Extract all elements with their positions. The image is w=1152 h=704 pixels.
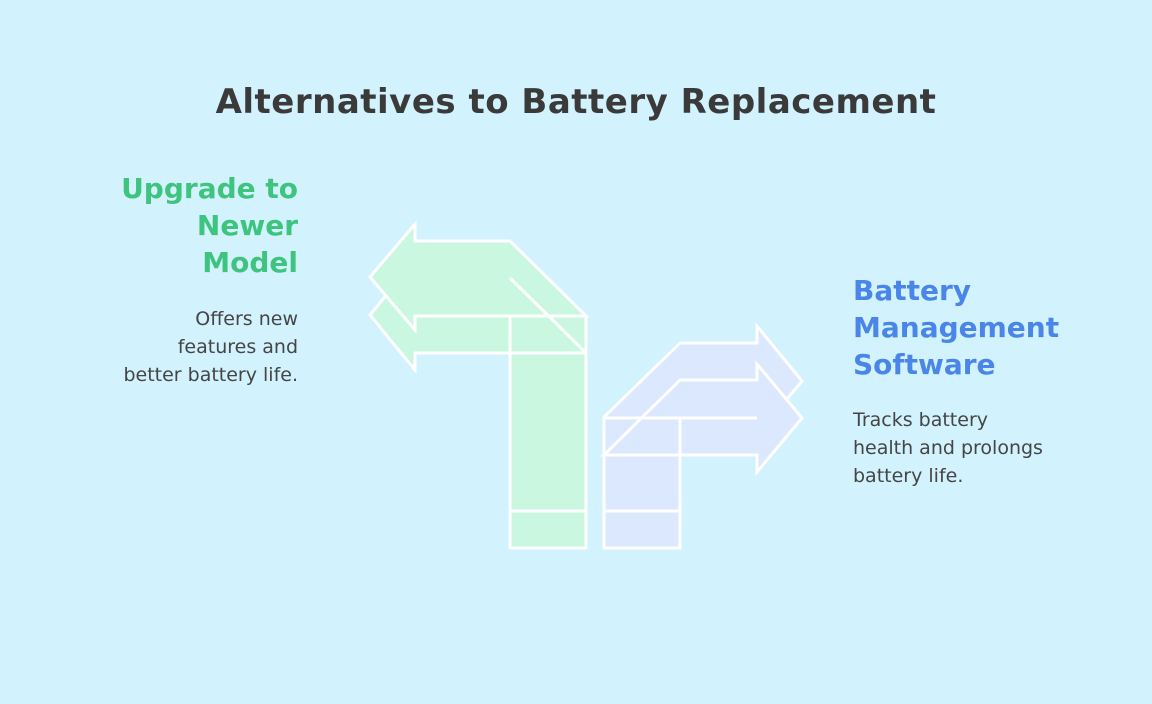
software-option-heading: Battery Management Software — [853, 272, 1113, 383]
diagram-title: Alternatives to Battery Replacement — [215, 82, 937, 122]
upgrade-desc-line: features and — [177, 336, 298, 358]
upgrade-heading-line: Newer — [196, 209, 298, 242]
left-arrow-icon — [368, 219, 590, 550]
software-desc-line: Tracks battery — [853, 409, 989, 431]
software-heading-line: Management — [853, 311, 1060, 344]
upgrade-option-heading: Upgrade to Newer Model — [38, 170, 298, 281]
software-option-description: Tracks battery health and prolongs batte… — [853, 406, 1133, 490]
left-arrow-head-upper — [368, 219, 590, 335]
software-desc-line: health and prolongs — [853, 437, 1043, 459]
upgrade-desc-line: Offers new — [195, 308, 298, 330]
software-desc-line: battery life. — [853, 465, 964, 487]
upgrade-option-description: Offers new features and better battery l… — [38, 305, 298, 389]
upgrade-heading-line: Model — [202, 246, 298, 279]
software-heading-line: Software — [853, 348, 996, 381]
upgrade-heading-line: Upgrade to — [121, 172, 298, 205]
software-heading-line: Battery — [853, 274, 972, 307]
upgrade-desc-line: better battery life. — [123, 364, 298, 386]
right-arrow-icon — [600, 321, 804, 550]
